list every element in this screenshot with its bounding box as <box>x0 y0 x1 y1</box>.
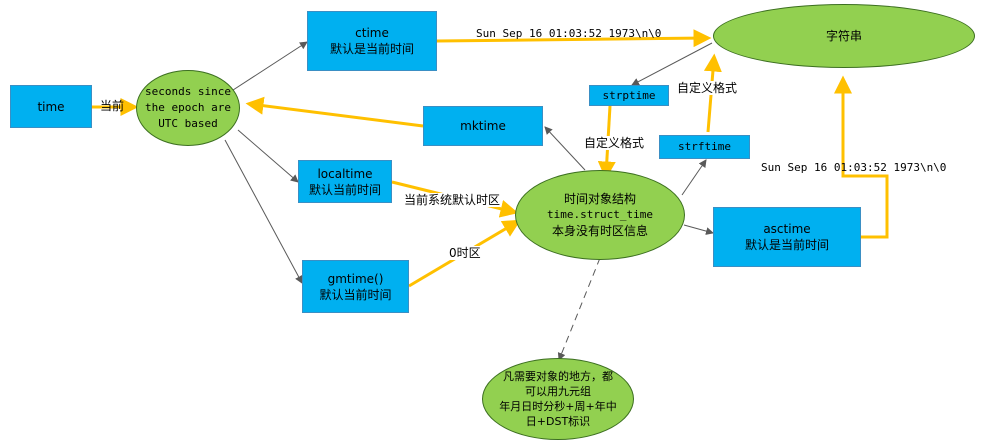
nine-tuple-note-node: 凡需要对象的地方，都 可以用九元组 年月日时分秒+周+年中 日+DST标识 <box>482 358 634 440</box>
time-node: time <box>10 85 92 128</box>
localtime-subtitle: 默认当前时间 <box>308 182 381 197</box>
asctime-node: asctime 默认是当前时间 <box>713 207 861 267</box>
gmtime-node: gmtime() 默认当前时间 <box>302 260 409 313</box>
arrow-string-to-strptime <box>631 42 713 86</box>
arrow-struct-to-mktime <box>544 126 586 171</box>
label-asctime-output: Sun Sep 16 01:03:52 1973\n\0 <box>761 161 947 174</box>
strftime-label: strftime <box>678 140 731 153</box>
strptime-node: strptime <box>589 85 669 106</box>
ctime-node: ctime 默认是当前时间 <box>307 11 437 71</box>
label-local-timezone: 当前系统默认时区 <box>404 193 501 207</box>
seconds-since-epoch-node: seconds since the epoch are UTC based <box>136 70 240 146</box>
note-line-3: 年月日时分秒+周+年中 <box>499 400 617 413</box>
mktime-node: mktime <box>423 106 543 146</box>
seconds-line-3: UTC based <box>158 117 218 130</box>
note-line-4: 日+DST标识 <box>525 415 591 428</box>
struct-time-node: 时间对象结构 time.struct_time 本身没有时区信息 <box>515 170 685 260</box>
string-label: 字符串 <box>825 29 862 43</box>
dashed-struct-to-note <box>557 257 601 361</box>
asctime-title: asctime <box>763 222 811 236</box>
struct-line-1: 时间对象结构 <box>563 192 636 206</box>
localtime-title: localtime <box>317 166 373 181</box>
localtime-node: localtime 默认当前时间 <box>298 160 392 203</box>
struct-line-2: time.struct_time <box>547 208 653 221</box>
arrow-seconds-to-gmtime <box>224 139 303 284</box>
strftime-node: strftime <box>659 135 750 159</box>
seconds-line-2: the epoch are <box>144 101 232 114</box>
arrow-struct-to-asctime <box>683 224 714 235</box>
arrow-ctime-to-string <box>436 29 712 48</box>
gmtime-title: gmtime() <box>327 271 384 286</box>
string-node: 字符串 <box>713 4 975 68</box>
label-ctime-output: Sun Sep 16 01:03:52 1973\n\0 <box>476 27 662 40</box>
arrow-seconds-to-ctime <box>229 41 308 93</box>
seconds-line-1: seconds since <box>144 85 232 98</box>
asctime-subtitle: 默认是当前时间 <box>744 238 829 252</box>
arrow-struct-to-strftime <box>681 159 707 196</box>
note-line-2: 可以用九元组 <box>525 385 591 398</box>
mktime-label: mktime <box>460 119 506 133</box>
label-zero-timezone: 0时区 <box>449 246 481 260</box>
note-line-1: 凡需要对象的地方，都 <box>503 370 613 383</box>
arrow-seconds-to-localtime <box>237 129 299 183</box>
arrow-mktime-to-seconds <box>245 96 424 128</box>
arrow-strftime-to-string <box>703 53 722 133</box>
label-custom-format-mid: 自定义格式 <box>584 136 645 150</box>
ctime-title: ctime <box>355 26 389 40</box>
label-current: 当前 <box>100 99 125 113</box>
struct-line-3: 本身没有时区信息 <box>551 224 648 238</box>
arrow-asctime-to-string <box>834 75 889 239</box>
ctime-subtitle: 默认是当前时间 <box>329 42 414 56</box>
time-label: time <box>37 99 65 114</box>
label-custom-format-top: 自定义格式 <box>677 81 738 95</box>
gmtime-subtitle: 默认当前时间 <box>319 287 392 302</box>
strptime-label: strptime <box>602 88 656 102</box>
